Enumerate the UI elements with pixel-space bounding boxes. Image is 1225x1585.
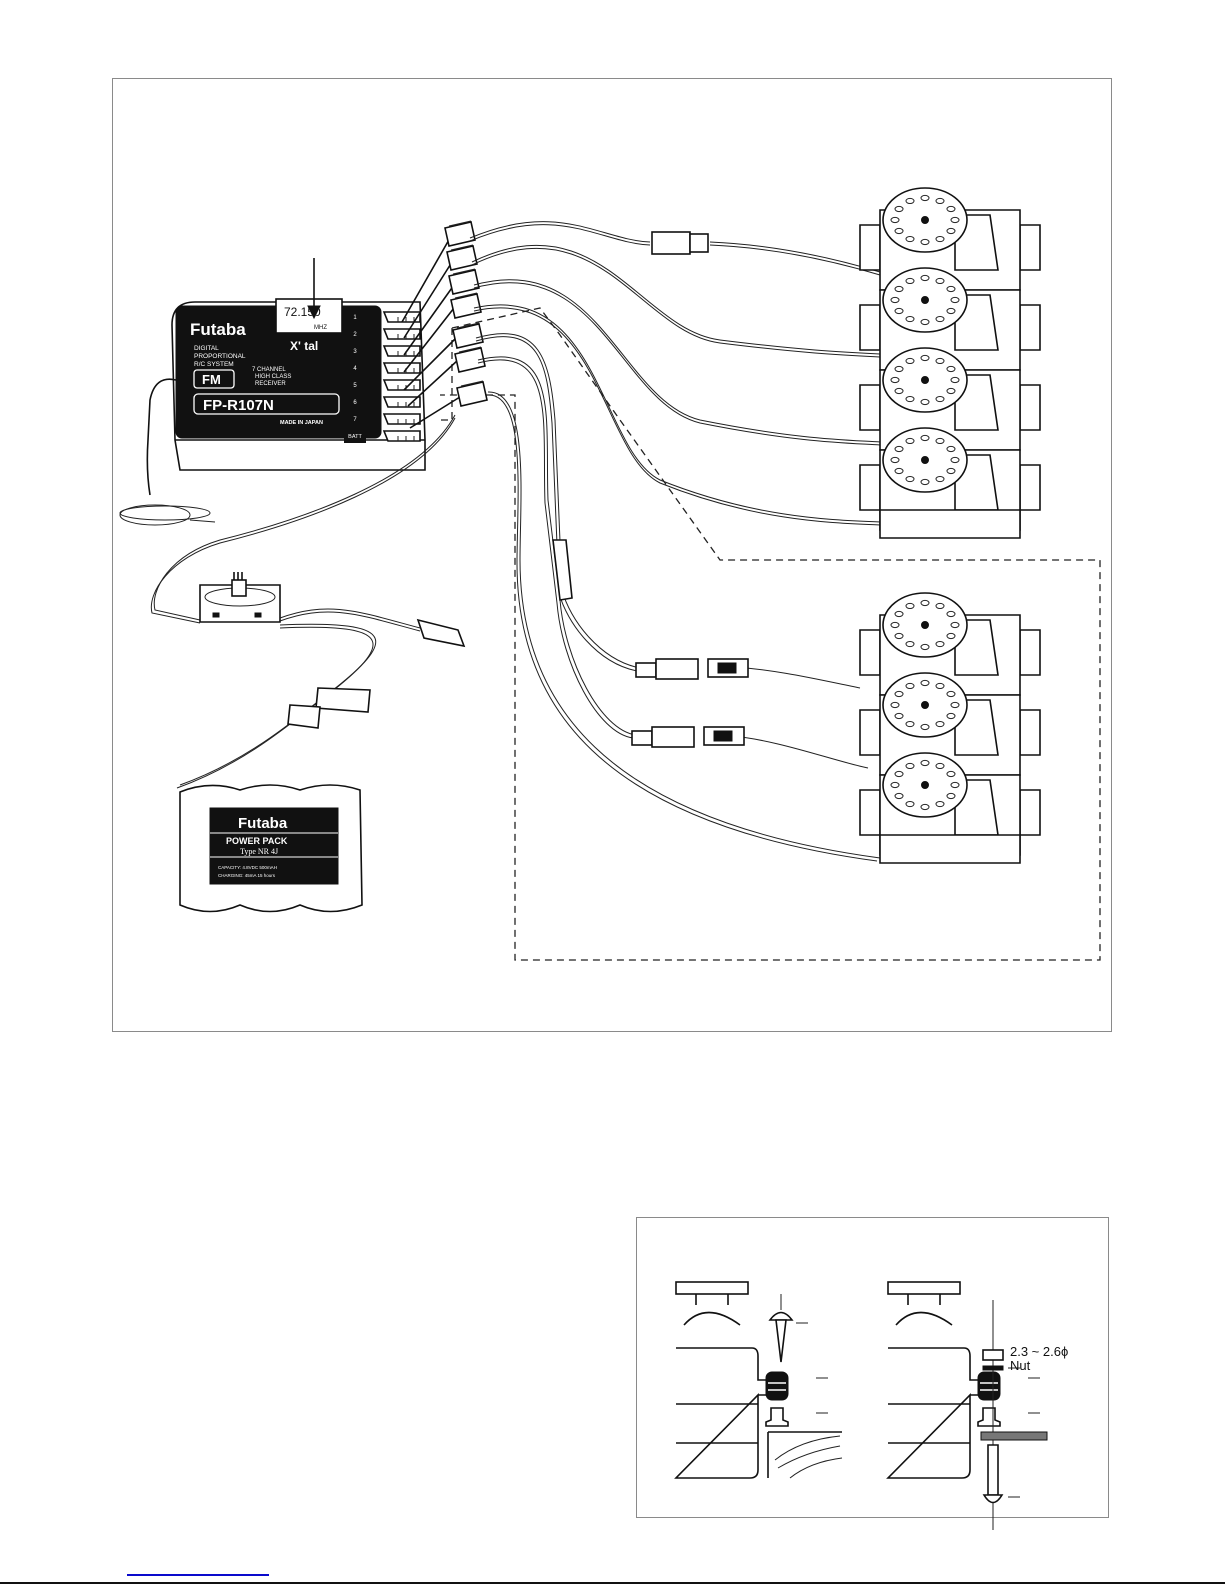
machine-screw bbox=[988, 1445, 998, 1495]
mount-bolt-nut bbox=[888, 1282, 1047, 1530]
footer-rule bbox=[0, 1582, 1225, 1584]
servo-case bbox=[676, 1348, 766, 1478]
brass-eyelet bbox=[978, 1408, 1000, 1426]
nut-size-label: 2.3 ~ 2.6ϕ bbox=[1010, 1344, 1068, 1359]
brass-eyelet bbox=[766, 1408, 788, 1426]
nut-label: Nut bbox=[1010, 1358, 1031, 1373]
nut bbox=[983, 1350, 1003, 1360]
wood-screw-shank bbox=[776, 1320, 786, 1362]
mount-wood-screw bbox=[676, 1282, 842, 1478]
washer bbox=[983, 1366, 1003, 1370]
footer-link-underline[interactable] bbox=[127, 1574, 269, 1576]
servo-horn bbox=[888, 1282, 960, 1294]
screw-head bbox=[984, 1495, 1002, 1503]
servo-horn bbox=[676, 1282, 748, 1294]
rubber-grommet bbox=[978, 1372, 1000, 1400]
mounting-plate bbox=[981, 1432, 1047, 1440]
rubber-grommet bbox=[766, 1372, 788, 1400]
servo-case bbox=[888, 1348, 978, 1478]
wood-screw-head bbox=[770, 1313, 792, 1321]
